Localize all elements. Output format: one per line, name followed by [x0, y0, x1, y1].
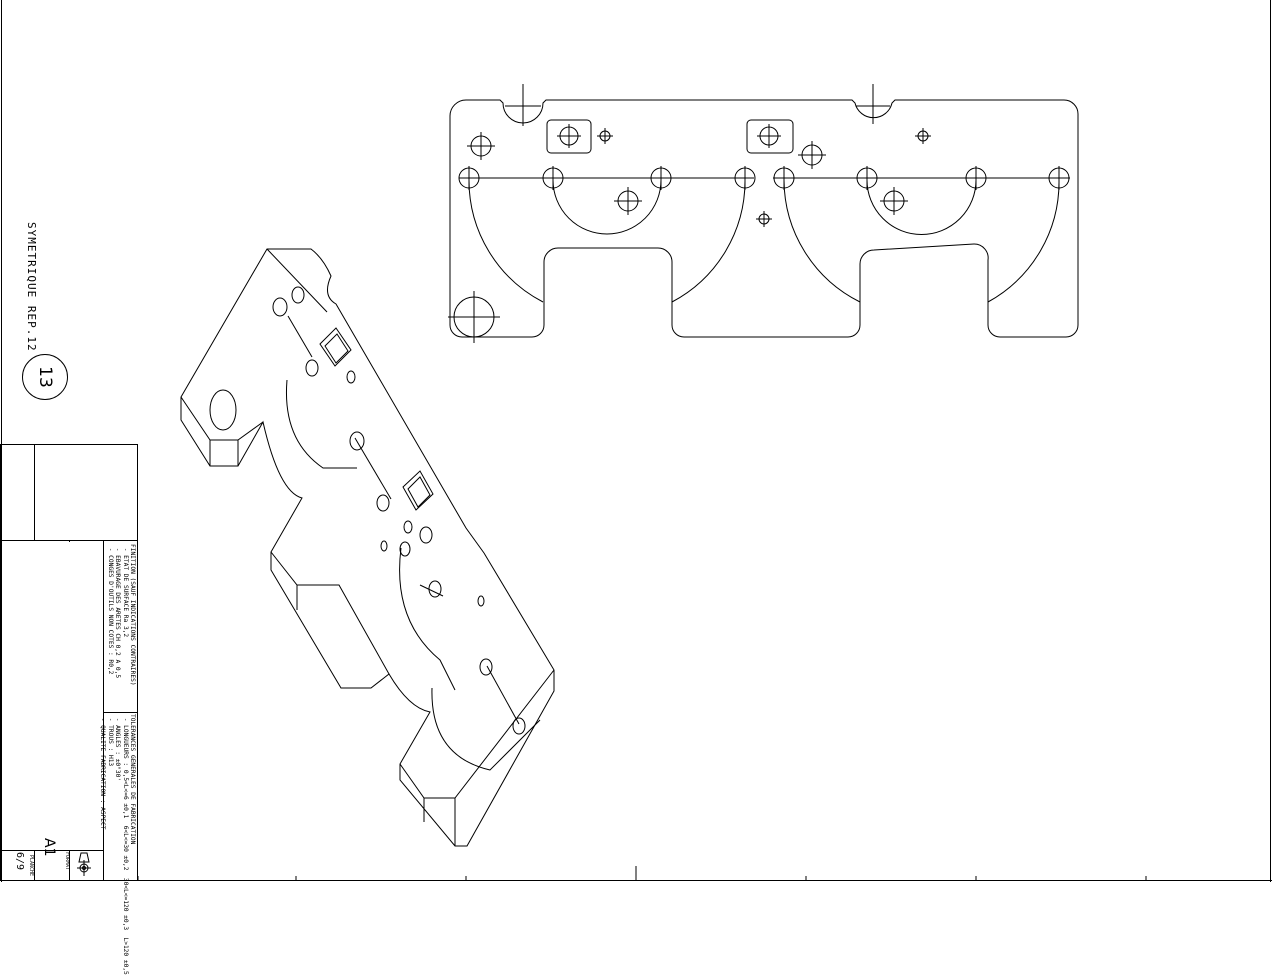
format-value: A1	[41, 838, 57, 857]
item-number: 13	[35, 366, 55, 388]
title-block-frame	[0, 444, 138, 881]
sheet-frame	[0, 0, 1272, 882]
format-label: FORMAT	[64, 852, 70, 871]
tolerance-notes: TOLERANCES GENERALES DE FABRICATION - LO…	[99, 714, 136, 975]
general-notes: FINITION (SAUF INDICATIONS CONTRAIRES) -…	[106, 544, 136, 686]
planche-label: PLANCHE	[28, 855, 34, 877]
drawing-canvas	[0, 0, 1272, 882]
isometric-view	[180, 248, 555, 847]
planche-value: 6/9	[14, 852, 25, 871]
projection-symbol-icon	[77, 852, 91, 876]
symmetry-note: SYMETRIQUE REP.12	[25, 222, 38, 352]
item-number-bubble: 13	[22, 354, 68, 400]
plan-view	[448, 84, 1079, 343]
